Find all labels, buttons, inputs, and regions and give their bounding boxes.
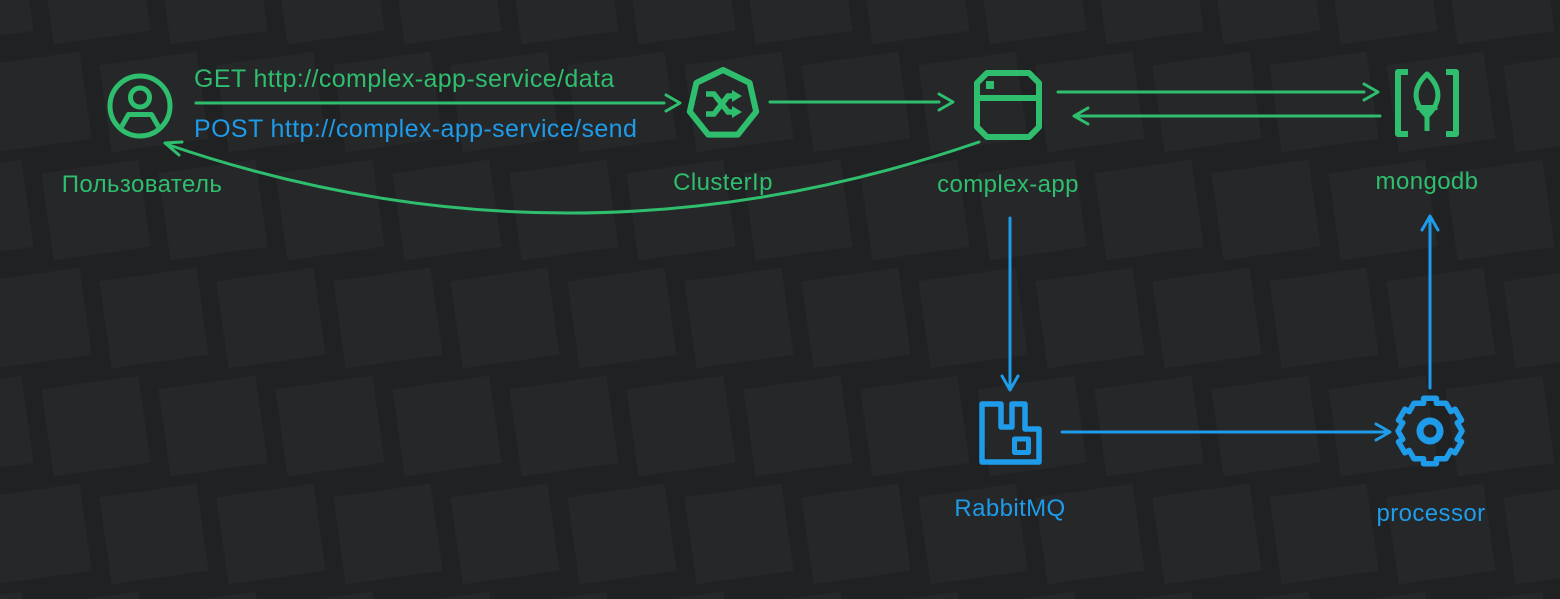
gear-hexagon-icon	[1395, 395, 1465, 467]
edge-label-post-request: POST http://complex-app-service/send	[194, 115, 638, 143]
edge-complexapp-mongodb	[1056, 82, 1380, 102]
edge-complexapp-user-curved	[163, 140, 981, 215]
node-clusterip[interactable]	[686, 67, 760, 138]
green-edges	[163, 82, 1382, 215]
node-processor[interactable]	[1395, 395, 1465, 467]
edge-complexapp-rabbitmq	[1000, 216, 1020, 392]
node-label-complex-app: complex-app	[937, 171, 1079, 198]
edge-clusterip-complexapp	[768, 92, 955, 112]
node-label-user: Пользователь	[61, 171, 223, 198]
edge-mongodb-complexapp	[1072, 106, 1382, 126]
edge-rabbitmq-processor	[1060, 422, 1392, 442]
edge-label-get-request: GET http://complex-app-service/data	[194, 65, 615, 93]
node-label-mongodb: mongodb	[1375, 168, 1479, 195]
node-rabbitmq[interactable]	[979, 401, 1042, 465]
node-label-processor: processor	[1376, 500, 1486, 527]
node-mongodb[interactable]	[1395, 69, 1459, 137]
node-label-clusterip: ClusterIp	[673, 169, 773, 196]
shuffle-arrows-icon	[706, 91, 732, 117]
node-user[interactable]	[107, 73, 173, 139]
mongodb-leaf-icon	[1395, 69, 1459, 137]
edge-processor-mongodb	[1420, 214, 1440, 390]
rabbitmq-rabbit-icon	[979, 401, 1042, 465]
blue-edges	[1000, 214, 1440, 442]
kubernetes-service-icon	[686, 67, 760, 138]
node-complex-app[interactable]	[974, 70, 1042, 140]
user-circle-icon	[107, 73, 173, 139]
node-label-rabbitmq: RabbitMQ	[954, 495, 1066, 522]
app-window-icon	[974, 70, 1042, 140]
edge-user-clusterip	[194, 93, 682, 113]
